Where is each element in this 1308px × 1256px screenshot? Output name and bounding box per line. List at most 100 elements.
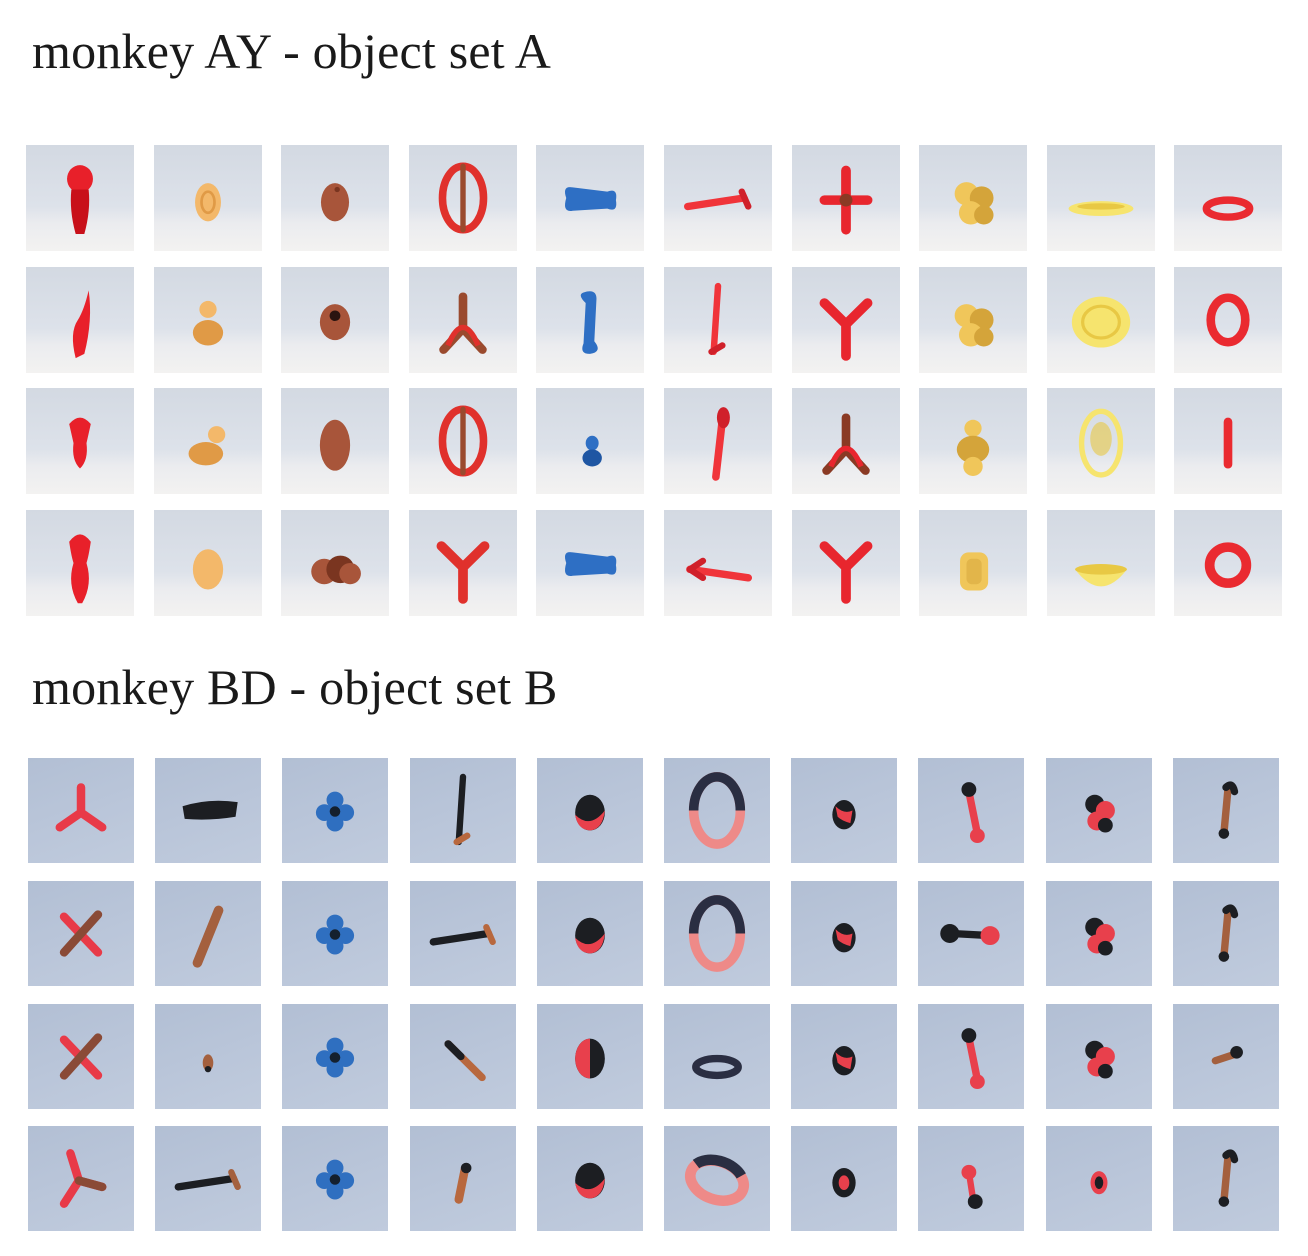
red-torus-object-view bbox=[1174, 145, 1283, 251]
big-ring-object-view bbox=[664, 880, 770, 986]
red-stick-object-view bbox=[664, 509, 772, 616]
blue-bone-object-view bbox=[536, 266, 645, 373]
yellow-dish-object-view bbox=[1046, 266, 1155, 373]
red-torus-object-photo bbox=[1205, 541, 1252, 588]
small-ball-object-view bbox=[791, 1003, 898, 1109]
blue-bone-object-view bbox=[536, 509, 645, 616]
blue-bone-object-view bbox=[536, 388, 645, 494]
red-brown-cross-object-view bbox=[791, 388, 900, 494]
dark-stick-object-photo bbox=[182, 800, 238, 820]
ball-object-view bbox=[536, 1003, 643, 1109]
red-stick-object-photo bbox=[708, 282, 726, 355]
brown-egg-object-view bbox=[281, 388, 390, 494]
yellow-cluster-object-photo bbox=[960, 551, 989, 591]
red-brown-cross-object-photo bbox=[821, 413, 870, 475]
tripod-object-photo bbox=[59, 1149, 107, 1209]
red-brown-cross-object-photo bbox=[819, 540, 873, 604]
peg-object-photo bbox=[444, 1039, 486, 1081]
peg-object-photo bbox=[453, 773, 471, 846]
dumbbell-object-photo bbox=[961, 1027, 986, 1089]
panel-b-title: monkey BD - object set B bbox=[32, 659, 558, 715]
dumbbell-object-view bbox=[918, 880, 1025, 986]
ball-object-photo bbox=[574, 794, 605, 831]
brown-egg-object-photo bbox=[320, 303, 351, 340]
brown-egg-object-view bbox=[281, 266, 390, 373]
blue-clover-object-photo bbox=[316, 914, 355, 955]
tripod-object-view bbox=[28, 1126, 134, 1232]
brown-egg-object-photo bbox=[320, 419, 351, 471]
yellow-dish-object-view bbox=[1046, 145, 1155, 251]
yellow-cluster-object-view bbox=[919, 509, 1028, 616]
red-stick-object-view bbox=[664, 388, 772, 494]
hook-object-view bbox=[1172, 758, 1279, 863]
hook-object-view bbox=[1172, 880, 1279, 986]
brown-red-ring-object-view bbox=[408, 388, 517, 494]
tripod-object-photo bbox=[59, 1032, 103, 1080]
small-ball-object-photo bbox=[832, 1045, 856, 1075]
red-stick-object-photo bbox=[712, 407, 730, 481]
blue-bone-object-photo bbox=[582, 435, 603, 467]
dark-stick-object-view bbox=[155, 1003, 262, 1109]
red-torus-object-view bbox=[1174, 388, 1283, 494]
yellow-cluster-object-photo bbox=[954, 182, 994, 225]
knot-object-view bbox=[1045, 1126, 1152, 1232]
red-brown-cross-object-view bbox=[791, 509, 900, 616]
ball-object-view bbox=[536, 880, 643, 986]
red-stick-object-view bbox=[664, 145, 772, 251]
red-torus-object-photo bbox=[1206, 293, 1250, 346]
big-ring-object-photo bbox=[692, 1054, 742, 1079]
tripod-object-view bbox=[28, 1003, 134, 1109]
yellow-cluster-object-view bbox=[919, 388, 1028, 494]
blue-clover-object-photo bbox=[316, 1037, 355, 1078]
dark-stick-object-photo bbox=[174, 1169, 242, 1191]
knot-object-photo bbox=[1084, 1040, 1115, 1079]
brown-egg-object-photo bbox=[311, 555, 362, 584]
red-stick-object-photo bbox=[683, 188, 752, 211]
brown-red-ring-object-view bbox=[408, 509, 517, 616]
red-stick-object-view bbox=[664, 266, 772, 373]
brown-red-ring-object-photo bbox=[436, 540, 490, 604]
peg-object-photo bbox=[454, 1163, 472, 1205]
knot-object-view bbox=[1045, 1003, 1152, 1109]
blue-clover-object-view bbox=[282, 880, 389, 986]
tripod-object-view bbox=[28, 880, 134, 986]
yellow-duck-object-view bbox=[153, 388, 262, 494]
tripod-object-photo bbox=[55, 783, 107, 832]
red-bulb-object-photo bbox=[72, 289, 91, 358]
yellow-cluster-object-view bbox=[919, 145, 1028, 251]
tripod-object-view bbox=[28, 758, 134, 863]
small-ball-object-photo bbox=[832, 800, 856, 830]
dark-stick-object-view bbox=[155, 880, 262, 986]
small-ball-object-view bbox=[791, 880, 898, 986]
red-brown-cross-object-photo bbox=[819, 297, 873, 361]
big-ring-object-photo bbox=[684, 1154, 750, 1207]
dark-stick-object-photo bbox=[202, 1053, 214, 1072]
red-torus-object-view bbox=[1174, 266, 1283, 373]
yellow-duck-object-view bbox=[153, 145, 262, 251]
yellow-duck-object-view bbox=[153, 266, 262, 373]
dumbbell-object-photo bbox=[961, 782, 986, 844]
knot-object-photo bbox=[1084, 917, 1115, 956]
peg-object-view bbox=[409, 1003, 516, 1109]
red-brown-cross-object-view bbox=[791, 266, 900, 373]
yellow-duck-object-photo bbox=[188, 426, 225, 466]
big-ring-object-view bbox=[664, 1126, 770, 1232]
small-ball-object-view bbox=[791, 758, 898, 863]
blue-clover-object-view bbox=[282, 1003, 389, 1109]
yellow-dish-object-view bbox=[1046, 509, 1155, 616]
brown-red-ring-object-photo bbox=[438, 162, 488, 234]
blue-bone-object-photo bbox=[565, 187, 617, 211]
red-bulb-object-view bbox=[26, 145, 134, 251]
blue-bone-object-photo bbox=[581, 290, 599, 354]
yellow-cluster-object-photo bbox=[954, 303, 994, 346]
yellow-dish-object-photo bbox=[1071, 296, 1130, 348]
yellow-dish-object-photo bbox=[1074, 563, 1127, 586]
tripod-object-photo bbox=[59, 910, 103, 957]
dark-stick-object-view bbox=[155, 1126, 262, 1232]
knot-object-photo bbox=[1084, 794, 1115, 833]
yellow-dish-object-photo bbox=[1068, 201, 1134, 217]
big-ring-object-photo bbox=[688, 772, 746, 849]
brown-red-ring-object-photo bbox=[439, 291, 487, 354]
yellow-dish-object-photo bbox=[1078, 408, 1123, 478]
ball-object-photo bbox=[574, 1163, 605, 1199]
